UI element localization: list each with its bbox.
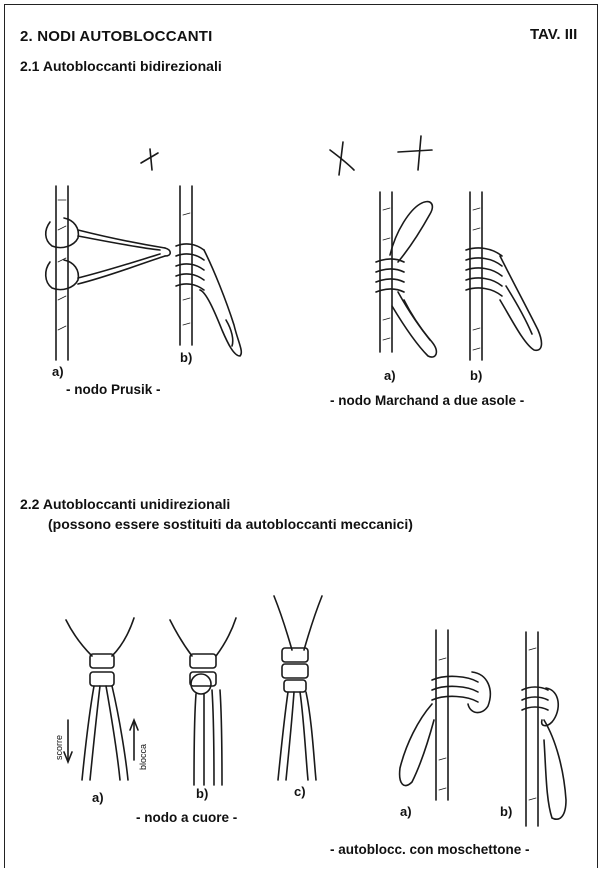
section-heading-unidirectional: 2.2 Autobloccanti unidirezionali (20, 496, 230, 512)
moschettone-label-b: b) (500, 804, 512, 819)
blocca-label: blocca (138, 744, 148, 770)
cuore-label-c: c) (294, 784, 306, 799)
marchand-a-figure (376, 192, 436, 357)
pencil-mark-1 (141, 149, 158, 170)
cuore-a-figure (64, 618, 138, 780)
cuore-c-figure (274, 596, 322, 780)
marchand-b-figure (466, 192, 541, 360)
prusik-a-figure (46, 186, 171, 360)
moschettone-caption: - autoblocc. con moschettone - (330, 842, 530, 857)
prusik-caption: - nodo Prusik - (66, 382, 161, 397)
pencil-mark-2 (330, 142, 354, 175)
cuore-b-figure (170, 618, 236, 785)
scorre-label: scorre (54, 735, 64, 760)
prusik-b-figure (176, 186, 241, 356)
marchand-label-a: a) (384, 368, 396, 383)
marchand-label-b: b) (470, 368, 482, 383)
pencil-mark-3 (398, 136, 432, 170)
cuore-label-a: a) (92, 790, 104, 805)
moschettone-label-a: a) (400, 804, 412, 819)
cuore-label-b: b) (196, 786, 208, 801)
cuore-caption: - nodo a cuore - (136, 810, 237, 825)
prusik-label-a: a) (52, 364, 64, 379)
moschettone-a-figure (400, 630, 491, 800)
prusik-label-b: b) (180, 350, 192, 365)
section-subheading-unidirectional: (possono essere sostituiti da autoblocca… (48, 516, 413, 532)
marchand-caption: - nodo Marchand a due asole - (330, 393, 524, 408)
moschettone-b-figure (522, 632, 566, 826)
